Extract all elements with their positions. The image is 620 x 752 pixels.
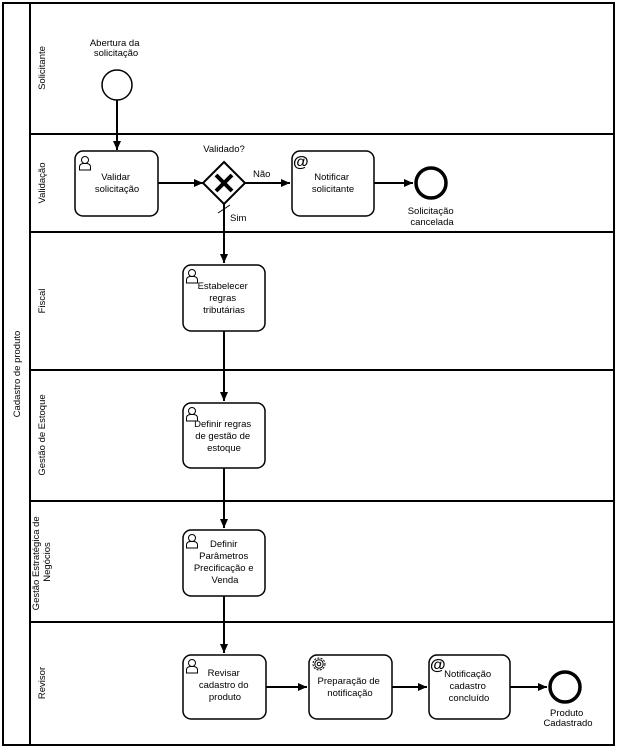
user-icon (186, 407, 198, 422)
gear-icon (312, 657, 326, 671)
default-flow-marker (217, 204, 231, 214)
lane-label-fiscal: Fiscal (37, 289, 48, 314)
exclusive-gateway[interactable] (201, 160, 247, 206)
svg-text:Preparação de notificaçã: Preparação de notificação (318, 676, 383, 699)
svg-text:Validar solicitação: Validar solicitação (95, 172, 139, 195)
lane-dividers (30, 133, 614, 623)
start-event[interactable] (101, 69, 133, 101)
start-event-label: Abertura da solicitação (90, 38, 142, 59)
task-notificar-solicitante[interactable]: @ Notificar solicitante (291, 150, 375, 217)
pool-label: Cadastro de produto (12, 331, 23, 418)
gateway-yes-label: Sim (230, 213, 246, 224)
send-icon: @ (293, 154, 309, 171)
svg-text:Definir regras de gestão: Definir regras de gestão de estoque (194, 419, 254, 454)
task-estabelecer-regras-tributarias[interactable]: Estabelecer regras tributárias (182, 264, 266, 332)
sequence-flows (113, 100, 547, 691)
task-revisar-cadastro[interactable]: Revisar cadastro do produto (182, 654, 267, 720)
lane-label-estoque: Gestão de Estoque (37, 394, 48, 475)
user-icon (186, 269, 198, 284)
end-event-done[interactable] (548, 670, 582, 704)
end-event-cancelled-label: Solicitação cancelada (408, 206, 457, 228)
pool-frame (2, 2, 615, 746)
lane-label-negocios: Gestão Estratégica de Negócios (31, 514, 53, 611)
task-validar-solicitacao[interactable]: Validar solicitação (74, 150, 159, 217)
user-icon (79, 156, 91, 171)
task-definir-regras-estoque[interactable]: Definir regras de gestão de estoque (182, 402, 266, 469)
send-icon: @ (430, 657, 446, 674)
svg-text:Notificar solicitante: Notificar solicitante (312, 172, 354, 195)
task-preparacao-notificacao[interactable]: Preparação de notificação (308, 654, 393, 720)
gateway-x-icon (214, 173, 234, 193)
end-event-done-label: Produto Cadastrado (543, 708, 592, 729)
end-event-cancelled[interactable] (414, 166, 448, 200)
gateway-question: Validado? (203, 144, 245, 155)
lane-label-revisor: Revisor (37, 667, 48, 699)
lane-label-solicitante: Solicitante (37, 46, 48, 90)
svg-text:Notificação cadastro: Notificação cadastro concluído (444, 669, 494, 704)
user-icon (186, 534, 198, 549)
task-definir-precificacao[interactable]: Definir Parâmetros Precificação e Venda (182, 529, 266, 597)
task-notificacao-cadastro-concluido[interactable]: @ Notificação cadastro concluído (428, 654, 511, 720)
svg-text:Revisar cadastro do: Revisar cadastro do produto (199, 668, 251, 703)
lane-label-validacao: Validação (37, 162, 48, 203)
user-icon (186, 659, 198, 674)
svg-text:Estabelecer regras: Estabelecer regras tributárias (198, 281, 251, 316)
gateway-no-label: Não (253, 169, 270, 180)
svg-text:Definir Parâmetros: Definir Parâmetros Precificação e Venda (194, 539, 256, 586)
